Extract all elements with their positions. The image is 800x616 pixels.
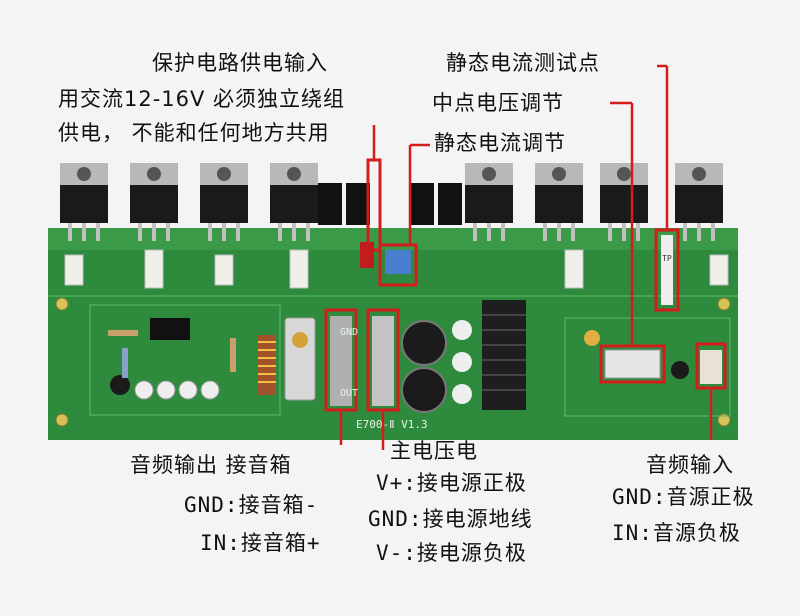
terminal-gnd-label: GND [340,327,359,338]
power-transistor [600,163,648,241]
power-transistor [60,163,108,241]
main-vplus: V+:接电源正极 [376,471,527,495]
audio-output-gnd: GND:接音箱- [184,493,319,517]
driver-transistor [438,183,462,225]
audio-input-title: 音频输入 [646,453,734,477]
main-gnd: GND:接电源地线 [368,507,533,531]
main-vminus: V-:接电源负极 [376,541,527,565]
protection-title: 保护电路供电输入 [152,51,328,75]
power-transistor [130,163,178,241]
driver-transistor [346,183,370,225]
power-transistor [675,163,723,241]
quiescent-adjust-highlight [378,243,418,287]
audio-input-gnd: GND:音源正极 [612,485,755,509]
protection-line-3: 供电， 不能和任何地方共用 [58,121,330,145]
power-transistor [465,163,513,241]
power-transistor-row [60,163,723,241]
driver-transistor [410,183,434,225]
main-voltage-title: 主电压电 [390,439,478,463]
quiescent-test-point-label: 静态电流测试点 [446,51,600,75]
power-transistor [270,163,318,241]
power-transistor [535,163,583,241]
audio-output-title: 音频输出 接音箱 [130,453,292,477]
tp-label: TP [662,254,672,263]
midpoint-adjust-label: 中点电压调节 [432,91,564,115]
audio-input-in: IN:音源负极 [612,521,741,545]
power-transistor [200,163,248,241]
board-model-label: E700-Ⅱ V1.3 [356,418,428,431]
terminal-out-label: OUT [340,388,359,399]
protection-line-2: 用交流12-16V 必须独立绕组 [58,87,346,111]
audio-output-in: IN:接音箱+ [200,531,321,555]
driver-transistor [318,183,342,225]
pcb-top-strip [48,228,738,250]
quiescent-adjust-label: 静态电流调节 [434,131,566,155]
